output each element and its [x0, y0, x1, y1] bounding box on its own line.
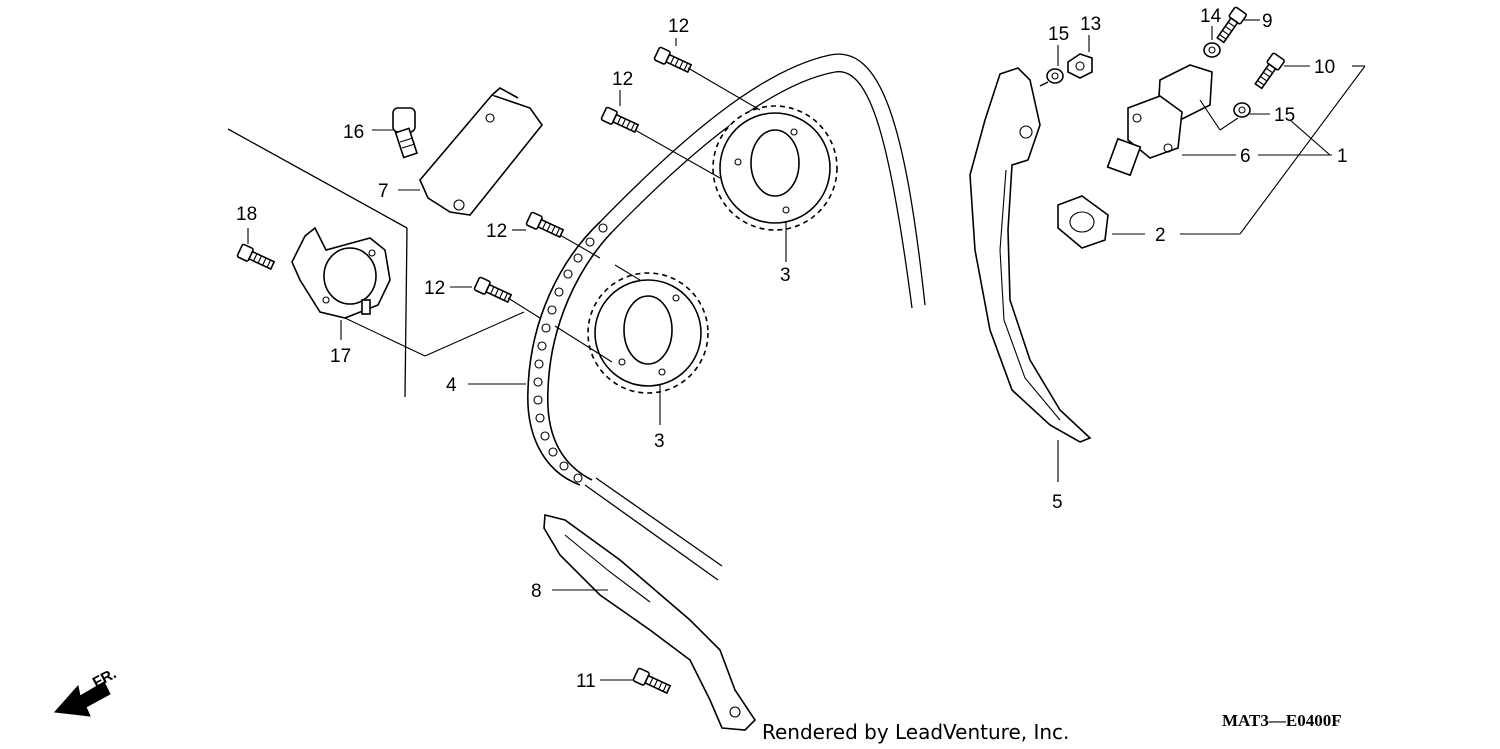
bolt-13: [1067, 53, 1093, 79]
chain-links: [533, 223, 608, 483]
bolt-11: [632, 667, 673, 697]
washer-15-a: [1046, 68, 1064, 84]
render-credit: Rendered by LeadVenture, Inc.: [762, 720, 1069, 744]
bracket-7: [419, 87, 544, 216]
callout-10: 10: [1314, 57, 1335, 78]
callout-12-a: 12: [668, 16, 689, 37]
cam-sprocket-lower: [587, 272, 709, 394]
gasket-2: [1057, 195, 1109, 249]
callout-2: 2: [1155, 225, 1166, 246]
tensioner-1: [1106, 64, 1213, 177]
cam-sprocket-upper: [712, 105, 838, 231]
callout-18: 18: [236, 204, 257, 225]
bolt-12-c: [525, 211, 566, 241]
callout-15-a: 15: [1048, 24, 1069, 45]
washer-14: [1203, 42, 1221, 58]
callout-17: 17: [330, 346, 351, 367]
callout-8: 8: [531, 581, 542, 602]
bolt-10: [1251, 51, 1286, 91]
callout-4: 4: [446, 375, 457, 396]
callouts: 12 12 12 12 15 13 14 9 10 15 6 1 2 16 7 …: [236, 6, 1348, 692]
callout-14: 14: [1200, 6, 1222, 27]
callout-7: 7: [378, 181, 389, 202]
callout-16: 16: [343, 122, 364, 143]
washer-15-b: [1233, 102, 1251, 118]
cam-chain-4: [527, 53, 926, 581]
callout-3-b: 3: [654, 431, 665, 452]
chain-guide-8: [543, 513, 757, 731]
callout-13: 13: [1080, 14, 1101, 35]
callout-15-b: 15: [1274, 105, 1295, 126]
bolt-12-b: [600, 106, 641, 136]
plate-17: [291, 226, 391, 319]
bolt-16: [392, 107, 418, 159]
callout-1: 1: [1337, 146, 1348, 167]
chain-guide-5: [969, 67, 1092, 443]
callout-12-b: 12: [612, 69, 633, 90]
callout-11: 11: [576, 671, 596, 692]
callout-9: 9: [1262, 11, 1273, 32]
bolt-18: [236, 243, 277, 273]
engine-case-outline: [227, 128, 408, 398]
callout-5: 5: [1052, 492, 1063, 513]
front-direction-arrow-icon: FR.: [53, 665, 119, 717]
leader-lines: [247, 19, 1366, 681]
leader-lines-12: [507, 67, 761, 363]
callout-3-a: 3: [780, 265, 791, 286]
bolt-12-a: [653, 46, 694, 76]
bolt-12-d: [473, 276, 514, 306]
callout-6: 6: [1240, 146, 1251, 167]
diagram-code: MAT3—E0400F: [1222, 711, 1342, 730]
callout-12-c: 12: [486, 221, 507, 242]
callout-12-d: 12: [424, 278, 445, 299]
